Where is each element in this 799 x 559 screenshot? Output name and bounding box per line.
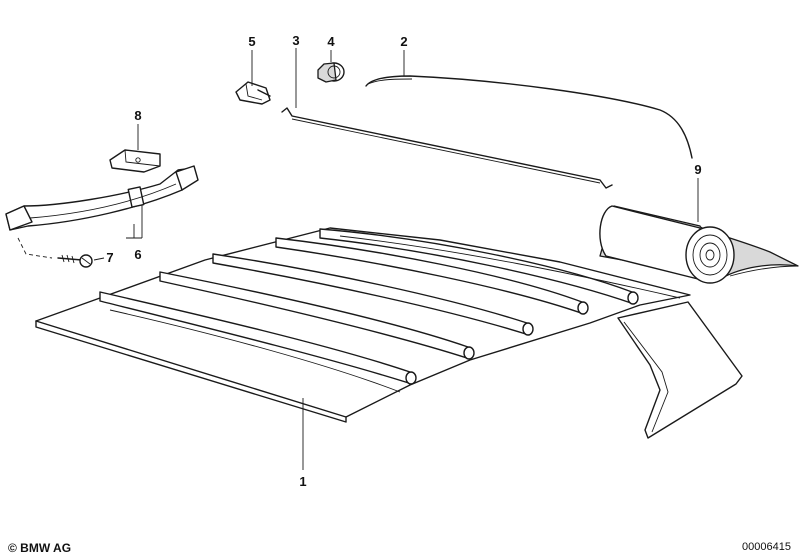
copyright-label: © BMW AG xyxy=(8,541,72,555)
callout-4: 4 xyxy=(327,34,335,49)
part-3-hooked-rod xyxy=(281,107,613,189)
diagram-number: 00006415 xyxy=(742,541,791,553)
part-1-cover-sheet xyxy=(35,227,743,439)
callout-6: 6 xyxy=(134,247,141,262)
part-6-handle-strap xyxy=(5,165,199,231)
callout-2: 2 xyxy=(400,34,407,49)
callout-3: 3 xyxy=(292,33,299,48)
part-8-block xyxy=(109,149,161,173)
part-5-clip xyxy=(235,81,271,105)
leader-lines xyxy=(17,48,699,470)
callout-1: 1 xyxy=(299,474,306,489)
callout-9: 9 xyxy=(694,162,701,177)
callout-7: 7 xyxy=(106,250,113,265)
part-2-curved-rod xyxy=(365,75,693,159)
part-7-screw xyxy=(57,254,93,268)
callout-8: 8 xyxy=(134,108,141,123)
part-4-knob xyxy=(317,62,345,83)
part-9-roll xyxy=(599,205,799,284)
callout-5: 5 xyxy=(248,34,255,49)
